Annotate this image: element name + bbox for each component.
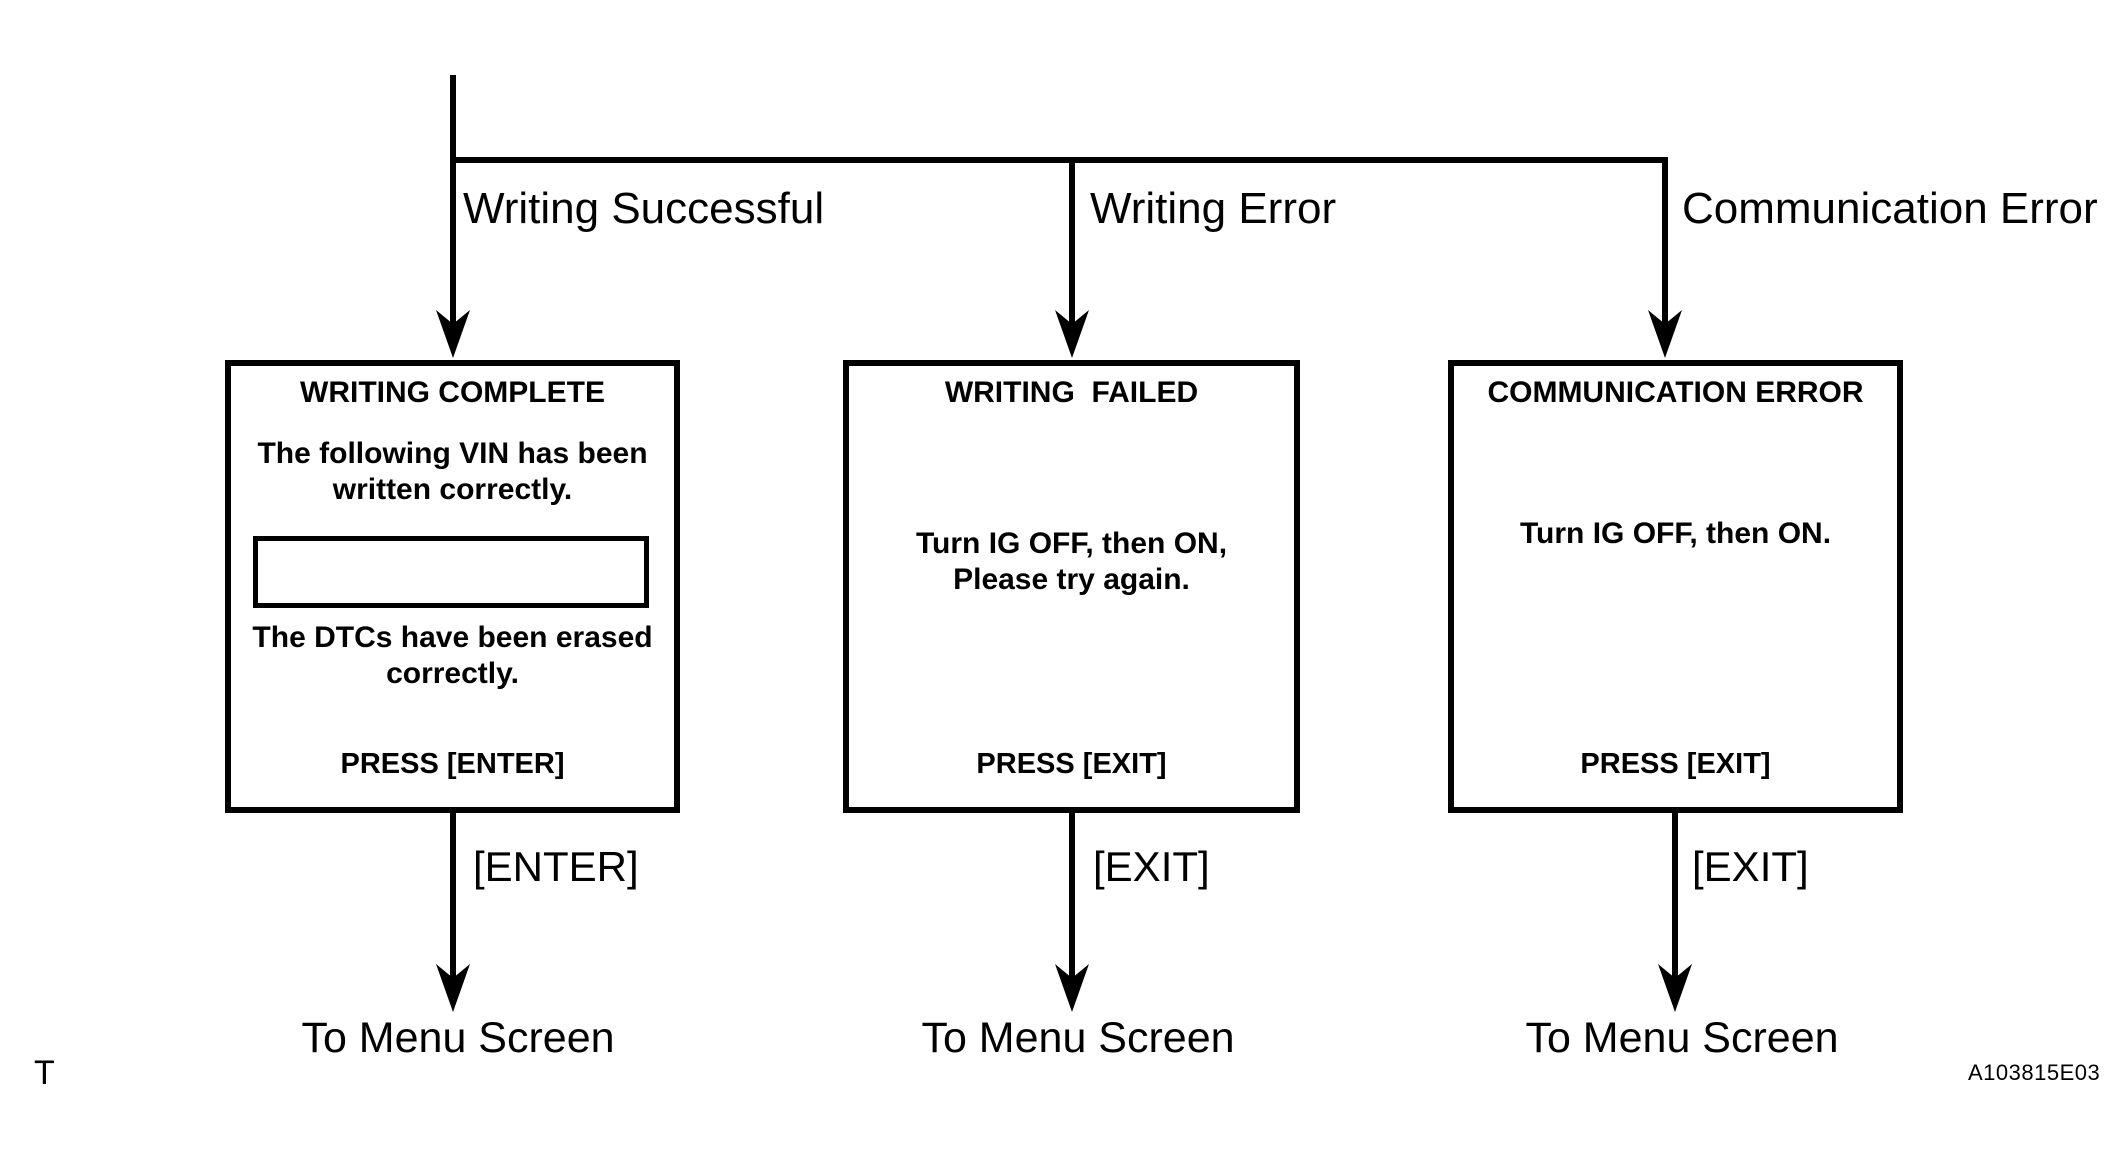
screen-title: WRITING FAILED xyxy=(944,376,1199,409)
screen-message: The DTCs have been erased correctly. xyxy=(252,621,653,690)
key-label-enter: [ENTER] xyxy=(473,843,639,890)
arrowhead-icon xyxy=(436,964,470,1012)
press-instruction: PRESS [EXIT] xyxy=(976,748,1167,780)
key-label-exit: [EXIT] xyxy=(1093,843,1210,890)
press-instruction: PRESS [EXIT] xyxy=(1580,748,1771,780)
arrowhead-icon xyxy=(436,310,470,358)
page-marker: T xyxy=(34,1054,55,1092)
vin-value-field xyxy=(253,536,649,608)
screen-message: Turn IG OFF, then ON, Please try again. xyxy=(915,527,1228,596)
arrowhead-icon xyxy=(1055,310,1089,358)
screen-writing-complete: WRITING COMPLETE The following VIN has b… xyxy=(225,360,680,813)
screen-title: COMMUNICATION ERROR xyxy=(1487,376,1864,409)
press-instruction: PRESS [ENTER] xyxy=(340,748,565,780)
arrowhead-icon xyxy=(1648,310,1682,358)
destination-label-menu-screen: To Menu Screen xyxy=(301,1014,615,1062)
screen-title: WRITING COMPLETE xyxy=(300,376,605,409)
figure-code: A103815E03 xyxy=(1968,1060,2101,1085)
branch-label-communication-error: Communication Error xyxy=(1682,184,2098,233)
destination-label-menu-screen: To Menu Screen xyxy=(921,1014,1235,1062)
branch-label-writing-successful: Writing Successful xyxy=(463,184,825,233)
screen-message: Turn IG OFF, then ON. xyxy=(1519,517,1832,550)
branch-label-writing-error: Writing Error xyxy=(1090,184,1337,233)
screen-writing-failed: WRITING FAILED Turn IG OFF, then ON, Ple… xyxy=(843,360,1300,813)
destination-label-menu-screen: To Menu Screen xyxy=(1525,1014,1839,1062)
arrowhead-icon xyxy=(1055,964,1089,1012)
key-label-exit: [EXIT] xyxy=(1692,843,1809,890)
arrowhead-icon xyxy=(1658,964,1692,1012)
screen-communication-error: COMMUNICATION ERROR Turn IG OFF, then ON… xyxy=(1448,360,1903,813)
screen-message: The following VIN has been written corre… xyxy=(257,437,648,506)
